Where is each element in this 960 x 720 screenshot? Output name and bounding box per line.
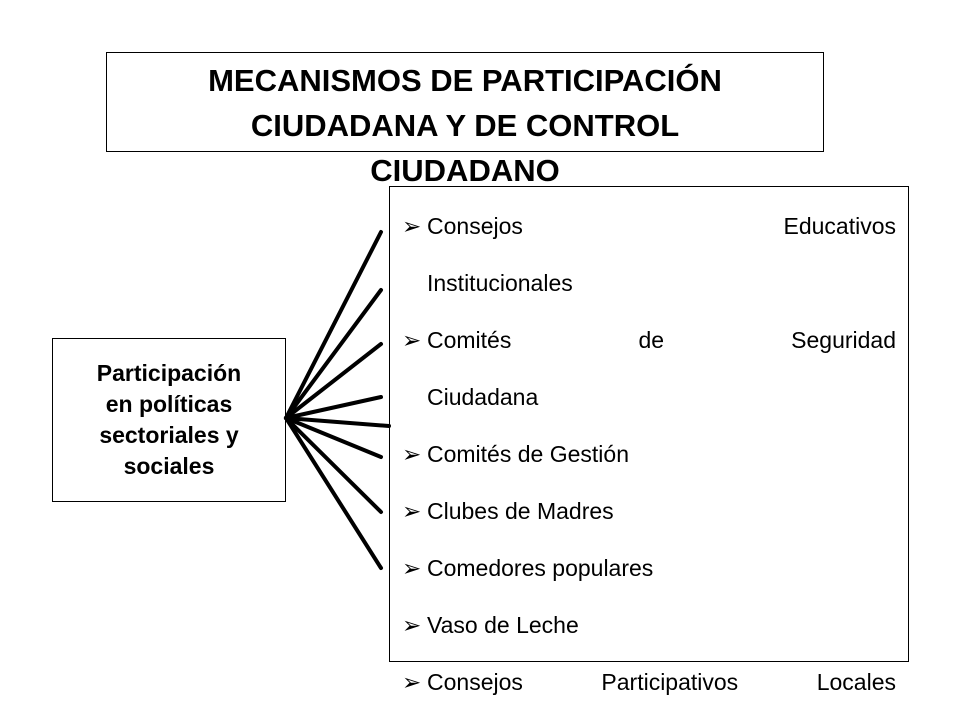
list-item: ➢ Vaso de Leche (400, 597, 896, 654)
list-item-line-1: Comités de Seguridad (427, 312, 896, 369)
list-item: ➢ Comedores populares (400, 540, 896, 597)
source-line-1: Participación (96, 360, 242, 386)
arrowhead-bullet-icon: ➢ (402, 669, 422, 695)
connector-line-4 (284, 395, 383, 420)
list-item-text: Comités de Gestión (427, 441, 629, 467)
connector-line-3 (284, 342, 383, 420)
list-item-word: Seguridad (791, 327, 896, 353)
source-node-box: Participación en políticas sectoriales y… (52, 338, 286, 502)
source-line-4: sociales (123, 453, 215, 479)
list-item-line-2: Ciudadana (427, 384, 539, 410)
source-line-2: en políticas (105, 391, 233, 417)
list-item-word: Consejos (427, 669, 523, 695)
title-line-2: CIUDADANA Y DE CONTROL (250, 108, 680, 143)
list-item-text: Vaso de Leche (427, 612, 579, 638)
list-item-word: Comités (427, 327, 512, 353)
title-line-1: MECANISMOS DE PARTICIPACIÓN (208, 63, 722, 98)
list-item: ➢ Consejos Educativos Institucionales (400, 198, 896, 312)
list-item-text: Comedores populares (427, 555, 654, 581)
arrowhead-bullet-icon: ➢ (402, 213, 422, 239)
source-line-3: sectoriales y (99, 422, 239, 448)
title-box (106, 52, 824, 152)
arrowhead-bullet-icon: ➢ (402, 327, 422, 353)
source-node-label: Participación en políticas sectoriales y… (97, 358, 241, 482)
arrowhead-bullet-icon: ➢ (402, 498, 422, 524)
diagram-title: MECANISMOS DE PARTICIPACIÓN CIUDADANA Y … (106, 58, 824, 193)
list-item-word: Educativos (783, 213, 896, 239)
connector-line-1 (284, 230, 383, 420)
list-item-word: Locales (816, 669, 896, 695)
list-item-line-1: Consejos Educativos (427, 198, 896, 255)
title-line-3: CIUDADANO (370, 153, 560, 188)
list-item-word: Participativos (601, 669, 739, 695)
mechanisms-box (389, 186, 909, 662)
arrowhead-bullet-icon: ➢ (402, 555, 422, 581)
arrowhead-bullet-icon: ➢ (402, 612, 422, 638)
connector-line-5 (284, 416, 391, 428)
list-item: ➢ Comités de Seguridad Ciudadana (400, 312, 896, 426)
connector-line-8 (284, 416, 383, 570)
list-item-line-2: Institucionales (427, 270, 573, 296)
list-item-word: Consejos (427, 213, 523, 239)
list-item: ➢ Clubes de Madres (400, 483, 896, 540)
list-item: ➢ Consejos Participativos Locales (400, 654, 896, 711)
connector-line-2 (284, 288, 383, 420)
list-item-word: de (638, 327, 665, 353)
list-item: ➢ Comités de Gestión (400, 426, 896, 483)
list-item-text: Clubes de Madres (427, 498, 614, 524)
list-item-line-1: Consejos Participativos Locales (427, 654, 896, 711)
connector-line-6 (284, 416, 383, 459)
arrowhead-bullet-icon: ➢ (402, 441, 422, 467)
connector-line-7 (284, 416, 383, 514)
mechanisms-list: ➢ Consejos Educativos Institucionales ➢ … (400, 198, 896, 711)
